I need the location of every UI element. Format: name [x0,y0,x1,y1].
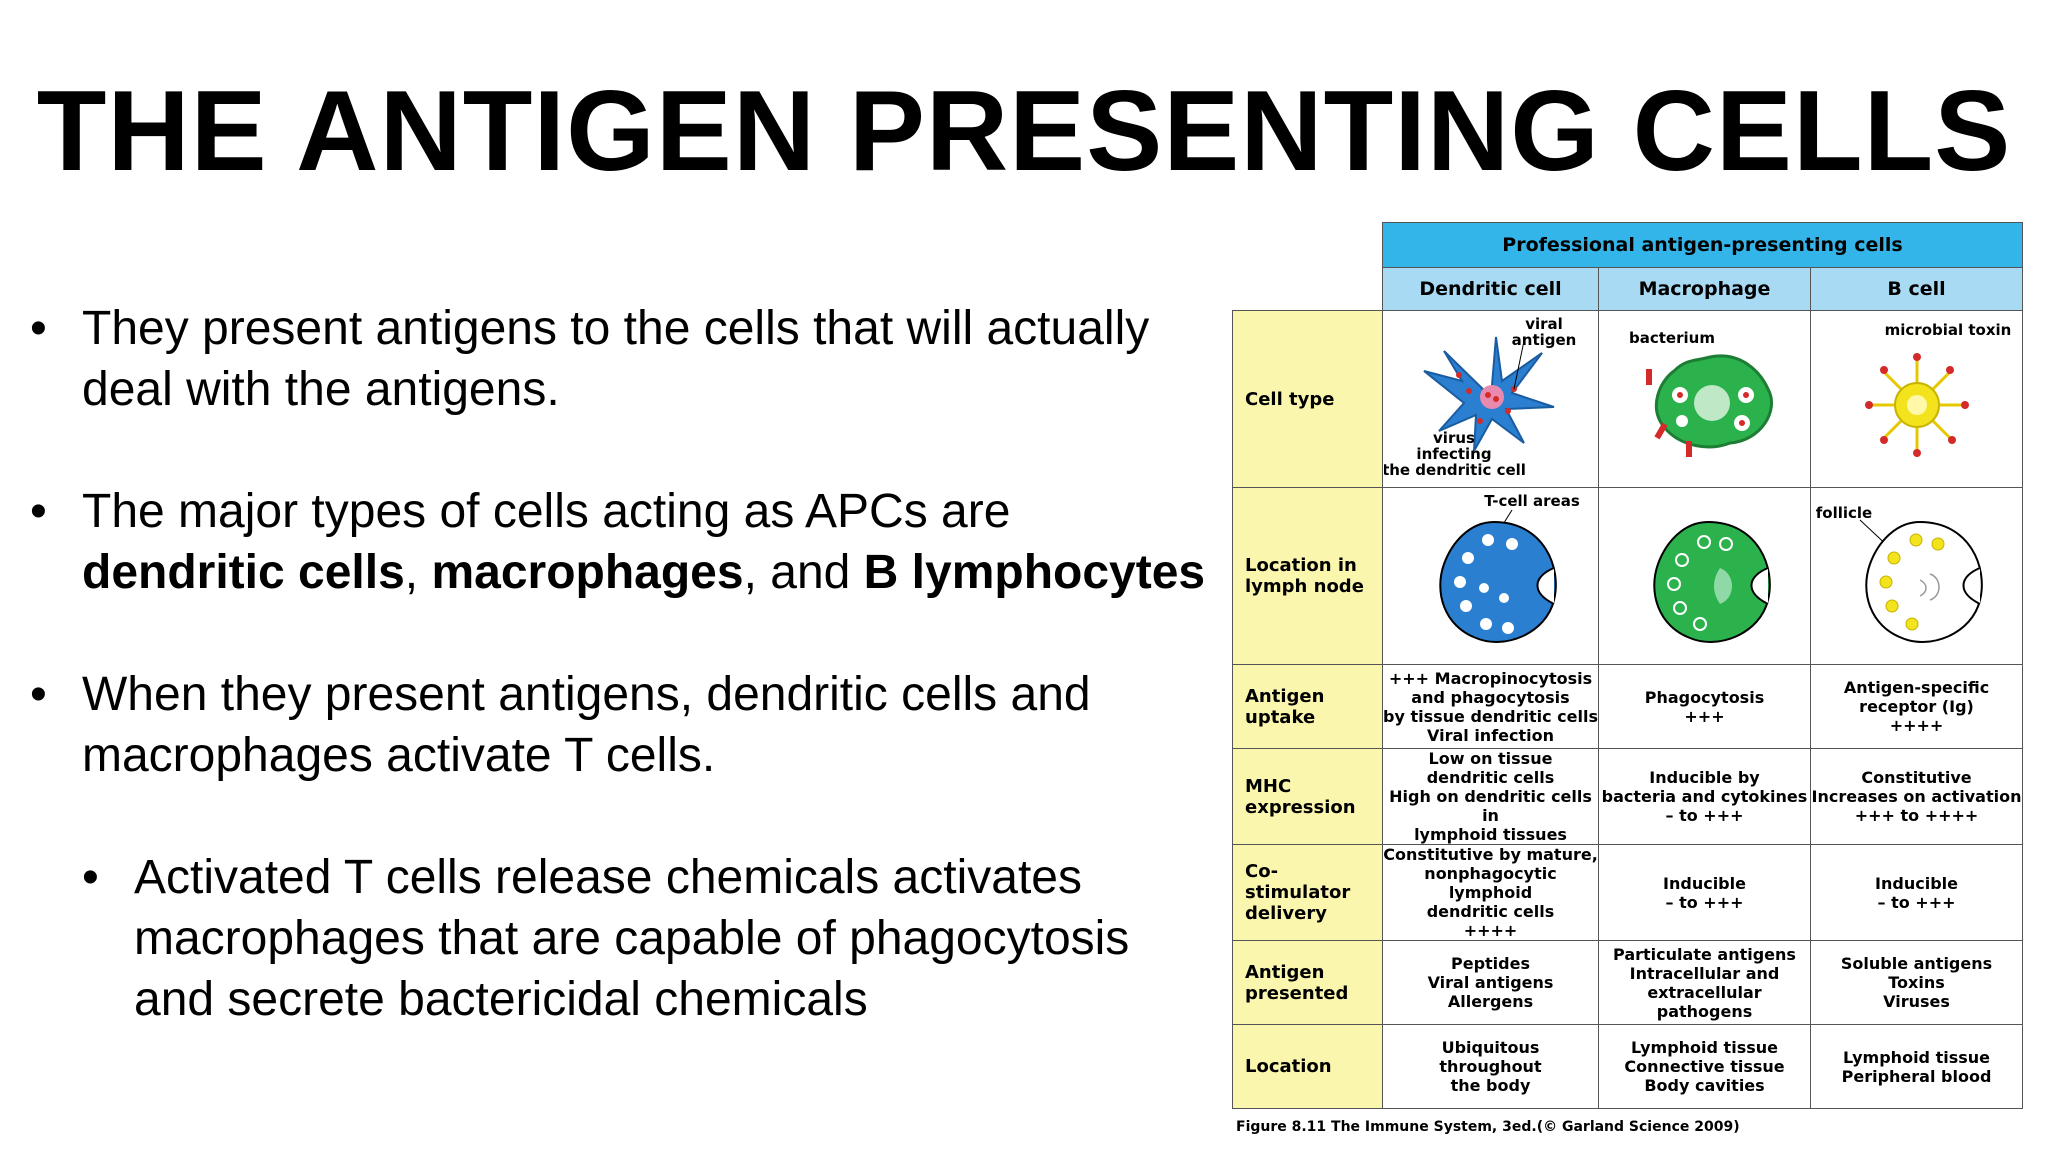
table-cell: Phagocytosis+++ [1598,664,1811,749]
diagram-label: infecting [1416,445,1491,463]
bullet-text: Activated T cells release chemicals acti… [134,851,1130,1026]
bold-term: B lymphocytes [863,546,1206,599]
row-header: Location [1232,1024,1383,1109]
b-cell-lymph-node-diagram: follicle [1809,487,2024,665]
apc-table: Professional antigen-presenting cells De… [1232,222,2024,1109]
bullet-list: • They present antigens to the cells tha… [30,298,1210,1030]
diagram-label: follicle [1815,504,1871,522]
bullet-dot-icon: • [30,302,47,355]
diagram-label: the dendritic cell [1384,461,1526,479]
row-header: Location in lymph node [1232,487,1383,665]
row-header: MHC expression [1232,748,1383,845]
bullet-dot-icon: • [30,485,47,538]
apc-figure: Professional antigen-presenting cells De… [1232,222,2024,1135]
b-cell-diagram: microbial toxin [1809,310,2024,488]
table-cell: Constitutive by mature,nonphagocytic lym… [1382,844,1599,941]
bullet-item: • The major types of cells acting as APC… [30,481,1210,603]
bullet-dot-icon: • [30,668,47,721]
bullet-item: • When they present antigens, dendritic … [30,664,1210,786]
macrophage-lymph-node-diagram [1598,487,1811,665]
macrophage-diagram: bacterium [1598,310,1811,488]
bullet-dot-icon: • [82,851,99,904]
row-header: Antigen uptake [1232,664,1383,749]
diagram-label: viral [1525,315,1563,333]
diagram-label: microbial toxin [1884,321,2011,339]
bullet-text: The major types of cells acting as APCs … [82,485,1206,599]
bullet-text: They present antigens to the cells that … [82,302,1150,416]
diagram-label: antigen [1511,331,1576,349]
dendritic-cell-diagram: viral antigen virus infecting the dendri… [1382,310,1599,488]
table-cell: Inducible– to +++ [1598,844,1811,941]
bullet-item: • They present antigens to the cells tha… [30,298,1210,420]
bold-term: macrophages [431,546,744,599]
table-header: Professional antigen-presenting cells [1381,222,2024,268]
bullet-text: When they present antigens, dendritic ce… [82,668,1091,782]
column-header: Dendritic cell [1382,267,1599,311]
column-header: B cell [1809,267,2024,311]
diagram-label: bacterium [1629,329,1715,347]
diagram-label: T-cell areas [1484,492,1580,510]
bold-term: dendritic cells [82,546,405,599]
table-cell: Inducible– to +++ [1809,844,2024,941]
row-header: Antigen presented [1232,940,1383,1025]
dendritic-lymph-node-diagram: T-cell areas [1382,487,1599,665]
sub-bullet-item: • Activated T cells release chemicals ac… [30,847,1210,1030]
row-header: Co-stimulator delivery [1232,844,1383,941]
slide-title: THE ANTIGEN PRESENTING CELLS [36,68,2012,195]
row-header: Cell type [1232,310,1383,488]
figure-caption: Figure 8.11 The Immune System, 3ed.(© Ga… [1236,1119,1740,1135]
diagram-label: virus [1433,429,1475,447]
column-header: Macrophage [1598,267,1811,311]
